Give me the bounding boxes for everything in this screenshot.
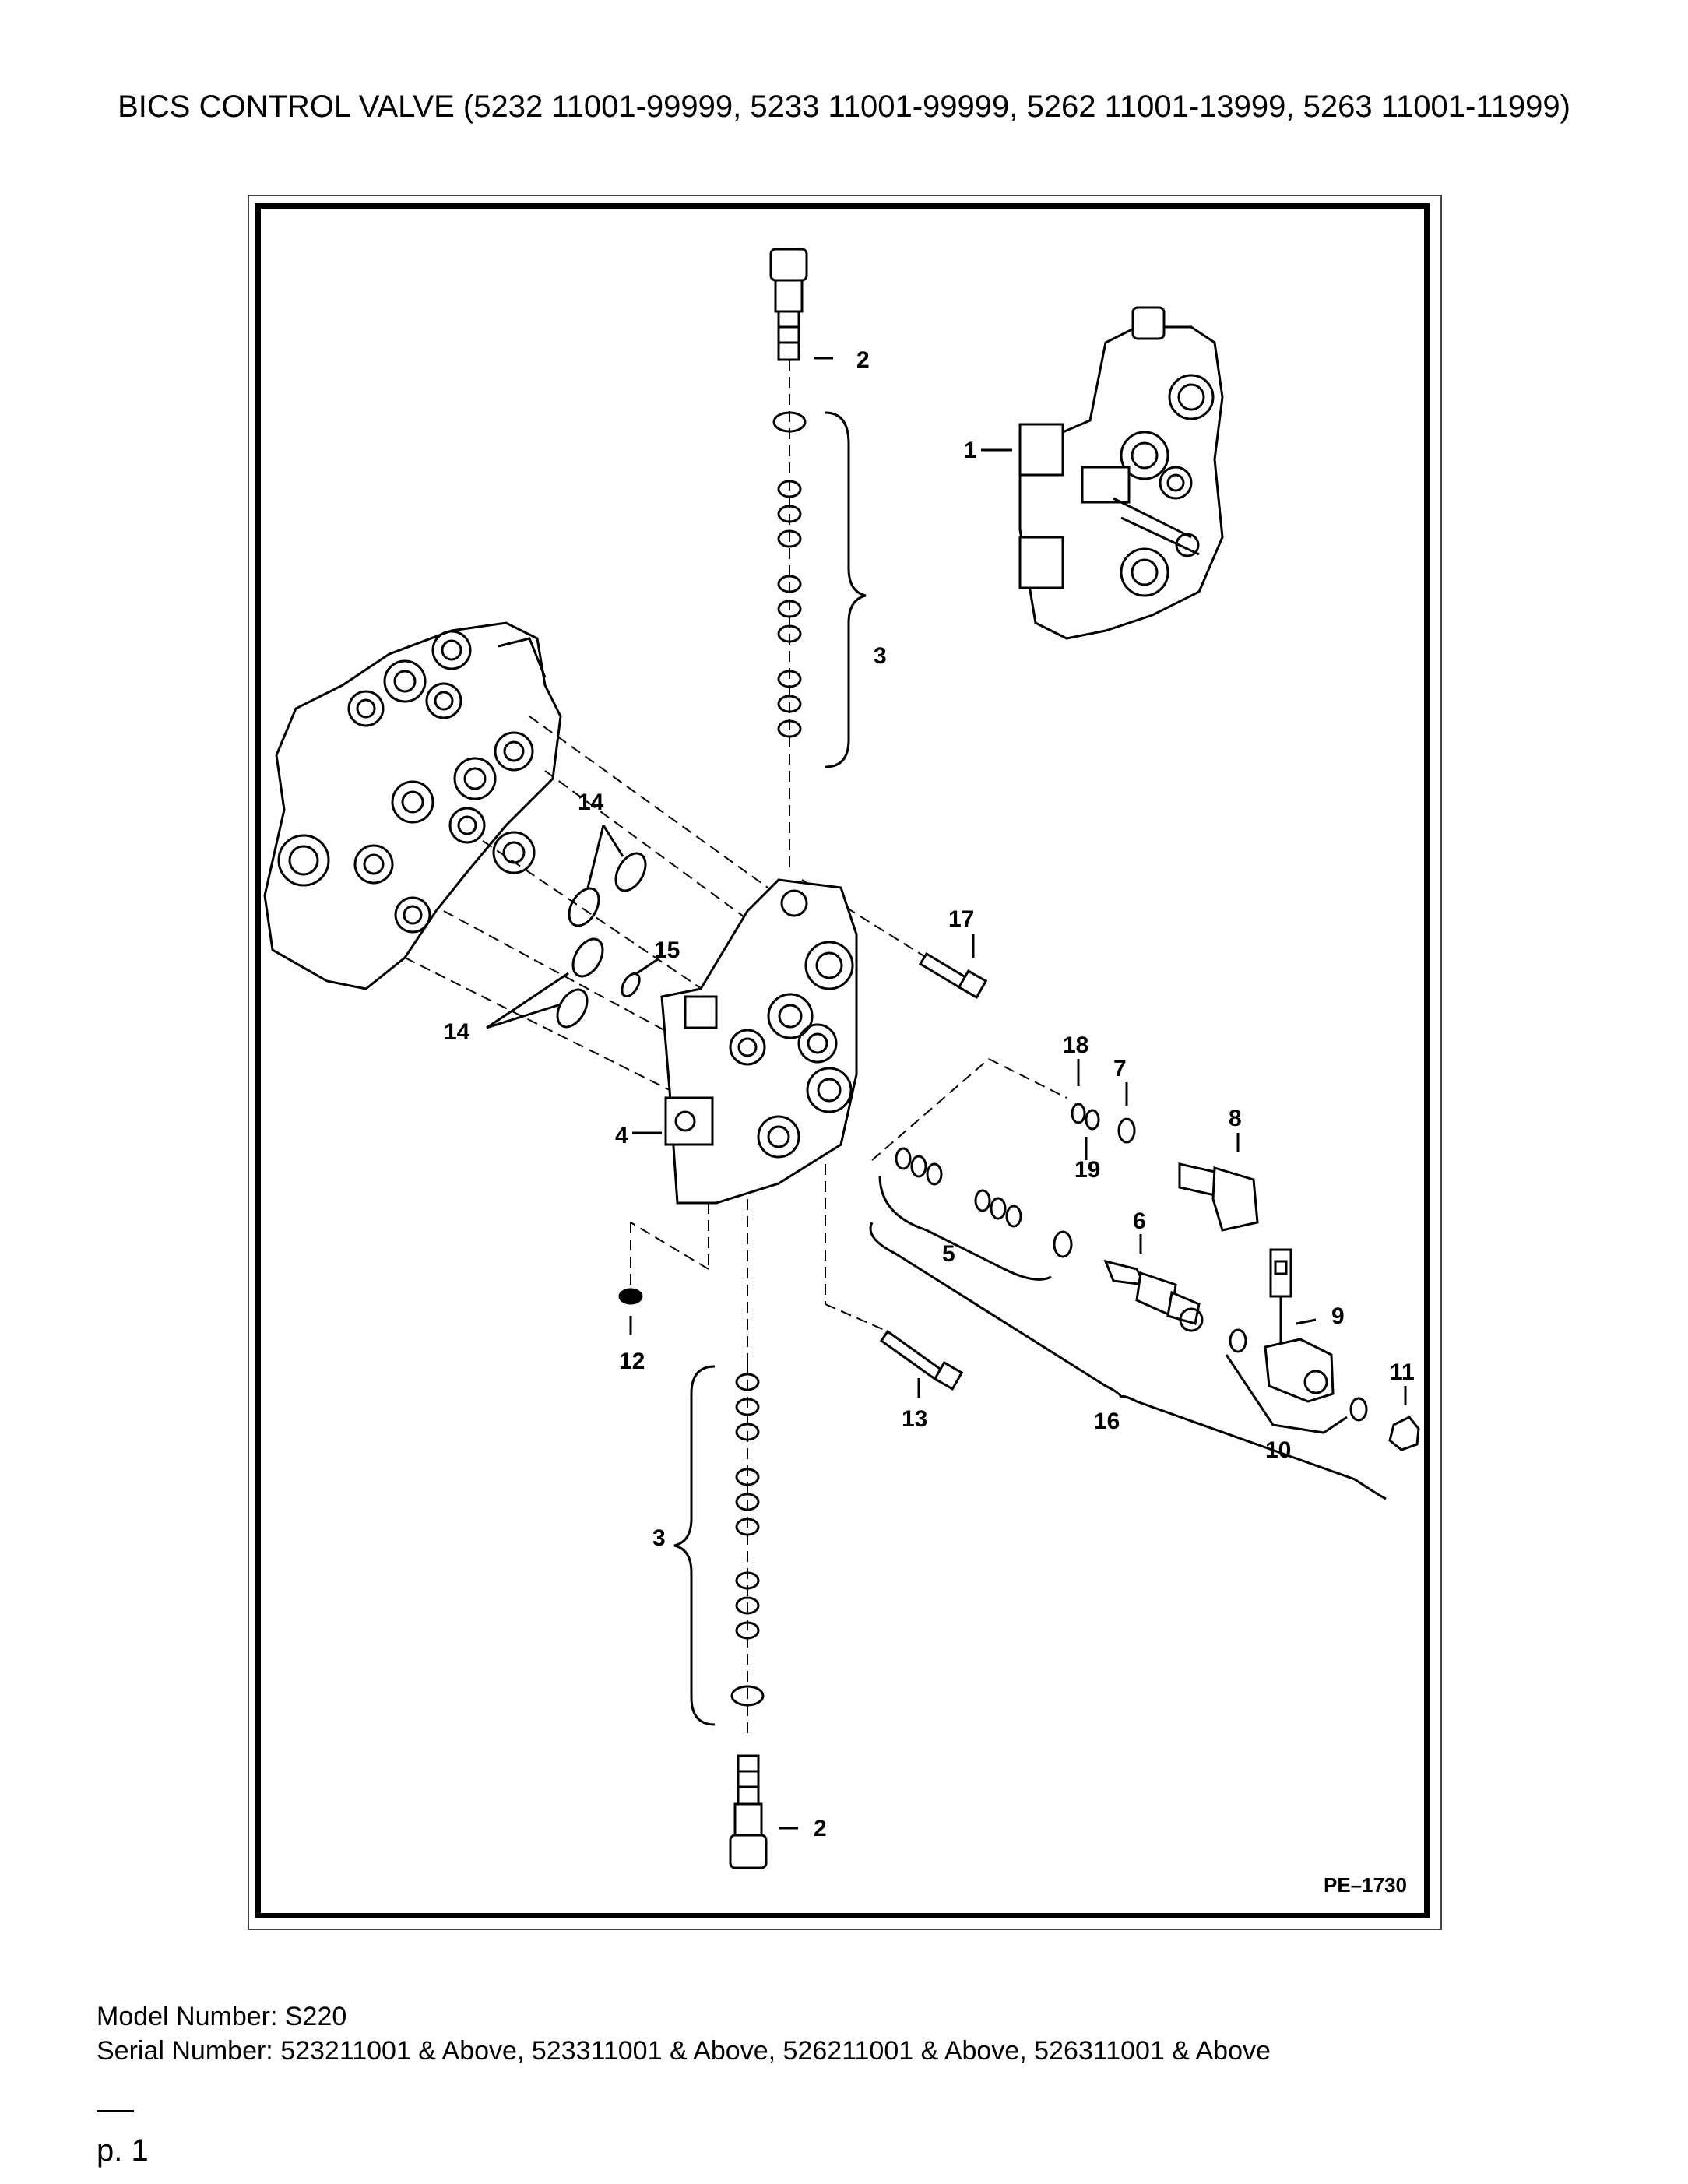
assembled-bics-valve [1018,306,1224,640]
callout-8: 8 [1229,1106,1242,1131]
callout-14-top: 14 [578,790,604,815]
callout-2-bottom: 2 [814,1816,827,1841]
bracket-16 [869,1222,1387,1500]
solenoid-9 [1225,1248,1420,1451]
callout-7: 7 [1113,1056,1127,1081]
relief-valve-bottom [729,1754,768,1869]
callout-1: 1 [964,438,977,463]
oring-stack-top [772,411,867,768]
callout-16: 16 [1094,1409,1120,1434]
callout-3-bottom: 3 [652,1525,666,1551]
oring-stack-bottom [673,1365,765,1726]
callout-5: 5 [942,1241,955,1267]
sensor-8 [1178,1133,1259,1232]
assembly-lines [404,716,1067,1363]
inlet-section [660,878,858,1205]
bolt-13 [879,1329,964,1398]
callout-13: 13 [902,1406,927,1432]
footer-divider [97,2110,134,2112]
callout-3-top: 3 [874,643,887,669]
bolt-17 [918,934,988,999]
callout-11: 11 [1390,1359,1415,1385]
callout-10: 10 [1265,1437,1291,1463]
callout-9: 9 [1331,1303,1345,1329]
relief-valve-top [769,248,808,361]
diagram-frame [255,203,1430,1918]
leader-lines [632,357,1012,1830]
diagram-code: PE–1730 [1324,1873,1407,1897]
plug-12 [618,1288,643,1335]
page-number: p. 1 [97,2133,149,2168]
callout-labels: 2 1 3 14 17 15 14 18 7 8 4 19 6 5 9 12 1… [444,347,1415,1897]
callout-14-bottom: 14 [444,1019,470,1045]
callout-6: 6 [1133,1208,1146,1234]
page-title: BICS CONTROL VALVE (5232 11001-99999, 52… [118,90,1570,124]
callout-15: 15 [654,937,680,963]
callout-2-top: 2 [856,347,870,373]
diagram-outer-frame [248,195,1442,1930]
callout-12: 12 [619,1349,645,1374]
model-number: Model Number: S220 [97,2002,347,2031]
spool-seals [878,1059,1136,1281]
callout-17: 17 [948,906,974,932]
serial-number: Serial Number: 523211001 & Above, 523311… [97,2036,1271,2066]
callout-4: 4 [615,1123,628,1148]
callout-18: 18 [1063,1032,1088,1058]
main-valve-block [263,621,562,990]
cartridge-6 [1103,1234,1204,1332]
seal-rings [486,825,659,1029]
callout-19: 19 [1074,1157,1100,1183]
